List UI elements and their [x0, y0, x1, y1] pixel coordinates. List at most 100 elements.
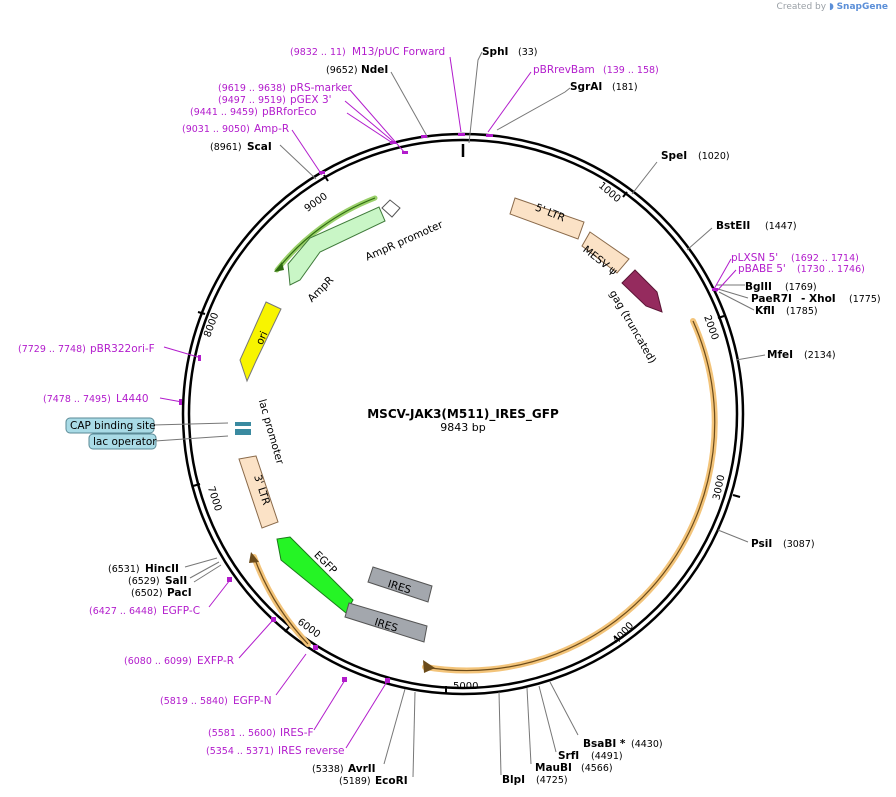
enzyme-bsteii: BstEII: [716, 220, 750, 232]
primer-m13-pos: (9832 .. 11): [290, 47, 346, 58]
lac-operator-box: lac operator: [88, 433, 229, 450]
enzyme-paer7i: PaeR7I: [751, 293, 792, 305]
label-ampr: AmpR: [306, 274, 337, 305]
snapgene-logo-icon: ◗: [828, 2, 834, 12]
tick-1000: 1000: [596, 180, 623, 205]
egfp-orf-arrowhead: [249, 552, 259, 563]
enzyme-hincii-pos: (6531): [108, 564, 140, 575]
primer-pbrforeco-pos: (9441 .. 9459): [190, 107, 258, 118]
primer-l4440: L4440: [116, 393, 149, 405]
primer-iresrev: IRES reverse: [278, 745, 345, 757]
feature-lac-operator-marker: [235, 429, 251, 435]
primer-m13: M13/pUC Forward: [352, 46, 445, 58]
enzyme-bsabi: BsaBI *: [583, 738, 626, 750]
enzyme-sali: SalI: [165, 575, 187, 587]
enzyme-kfli-pos: (1785): [786, 306, 818, 317]
primer-leaders: [159, 56, 737, 749]
enzyme-psii: PsiI: [751, 538, 772, 550]
primer-pbr322: pBR322ori-F: [90, 343, 155, 355]
enzyme-paci: PacI: [167, 587, 192, 599]
primer-pbr322-pos: (7729 .. 7748): [18, 344, 86, 355]
label-lac-promoter: lac promoter: [256, 398, 286, 467]
primer-pbrforeco: pBRforEco: [262, 106, 316, 118]
orf-arc-core: [424, 320, 716, 672]
enzyme-sphi-pos: (33): [518, 47, 538, 58]
primer-pbabe-pos: (1730 .. 1746): [797, 264, 865, 275]
enzyme-paci-pos: (6502): [131, 588, 163, 599]
enzyme-spei-pos: (1020): [698, 151, 730, 162]
primer-egfpc: EGFP-C: [162, 605, 200, 617]
enzyme-scai: ScaI: [247, 141, 272, 153]
primer-egfpc-pos: (6427 .. 6448): [89, 606, 157, 617]
ring-ticks: [192, 174, 741, 693]
feature-ori: [239, 301, 282, 383]
primer-egfpn-pos: (5819 .. 5840): [160, 696, 228, 707]
enzyme-scai-pos: (8961): [210, 142, 242, 153]
snapgene-credit: Created by ◗ SnapGene: [777, 2, 888, 12]
feature-ampr-promoter: [381, 199, 401, 218]
enzyme-avrii: AvrII: [348, 763, 376, 775]
enzyme-srfi-pos: (4491): [591, 751, 623, 762]
feature-ires-2: [344, 602, 428, 643]
cap-binding-site-label: CAP binding site: [70, 420, 156, 432]
primer-iresf: IRES-F: [280, 727, 314, 739]
ampr-orf-arc-core: [276, 197, 376, 271]
enzyme-ndei-pos: (9652): [326, 65, 358, 76]
primer-prs-pos: (9619 .. 9638): [218, 83, 286, 94]
enzyme-bglii: BglII: [745, 281, 772, 293]
primer-prs: pRS-marker: [290, 82, 353, 94]
enzyme-ndei: NdeI: [361, 64, 388, 76]
credit-brand: SnapGene: [836, 2, 888, 12]
enzyme-sphi: SphI: [482, 46, 508, 58]
primer-iresrev-pos: (5354 .. 5371): [206, 746, 274, 757]
enzyme-blpi: BlpI: [502, 774, 525, 786]
label-ori: ori: [254, 329, 271, 346]
enzyme-paer7i-pos: (1775): [849, 294, 881, 305]
primer-ampr: Amp-R: [254, 123, 289, 135]
tick-2000: 2000: [701, 314, 720, 342]
lac-operator-label: lac operator: [93, 436, 157, 448]
enzyme-bglii-pos: (1769): [785, 282, 817, 293]
feature-ampr: [287, 206, 386, 286]
primer-pbrrevbam-pos: (139 .. 158): [603, 65, 659, 76]
enzyme-spei: SpeI: [661, 150, 687, 162]
feature-3ltr: [238, 455, 279, 529]
enzyme-avrii-pos: (5338): [312, 764, 344, 775]
primer-ampr-pos: (9031 .. 9050): [182, 124, 250, 135]
enzyme-sgrai: SgrAI: [570, 81, 602, 93]
primer-pbabe: pBABE 5': [738, 263, 786, 275]
orf-arrowhead: [423, 660, 435, 673]
enzyme-bsabi-pos: (4430): [631, 739, 663, 750]
enzyme-mfei-pos: (2134): [804, 350, 836, 361]
tick-5000: 5000: [453, 681, 478, 692]
enzyme-bsteii-pos: (1447): [765, 221, 797, 232]
primer-exfpr: EXFP-R: [197, 655, 234, 667]
cap-binding-site-box: CAP binding site: [65, 417, 229, 434]
credit-prefix: Created by: [776, 2, 827, 12]
feature-cap-marker: [235, 422, 251, 426]
feature-5ltr: [509, 197, 585, 240]
enzyme-blpi-pos: (4725): [536, 775, 568, 786]
primer-l4440-pos: (7478 .. 7495): [43, 394, 111, 405]
primer-plxsn: pLXSN 5': [731, 252, 778, 264]
orf-arc: [422, 318, 718, 674]
enzyme-ecori: EcoRI: [375, 775, 408, 787]
enzyme-ecori-pos: (5189): [339, 776, 371, 787]
ampr-orf-arrowhead: [274, 262, 284, 272]
tick-3000: 3000: [711, 474, 727, 501]
feature-mesv: [581, 231, 630, 274]
enzyme-srfi: SrfI: [558, 750, 579, 762]
enzyme-xhoi: - XhoI: [801, 293, 836, 305]
tick-7000: 7000: [205, 485, 223, 513]
plasmid-title: MSCV-JAK3(M511)_IRES_GFP: [367, 407, 559, 422]
enzyme-hincii: HincII: [145, 563, 179, 575]
primer-egfpn: EGFP-N: [233, 695, 272, 707]
primer-markers: [179, 133, 718, 683]
enzyme-leaders: [184, 51, 766, 778]
enzyme-kfli: KflI: [755, 305, 775, 317]
enzyme-psii-pos: (3087): [783, 539, 815, 550]
feature-gag: [621, 269, 663, 313]
feature-egfp: [276, 536, 354, 614]
primer-pgex-pos: (9497 .. 9519): [218, 95, 286, 106]
